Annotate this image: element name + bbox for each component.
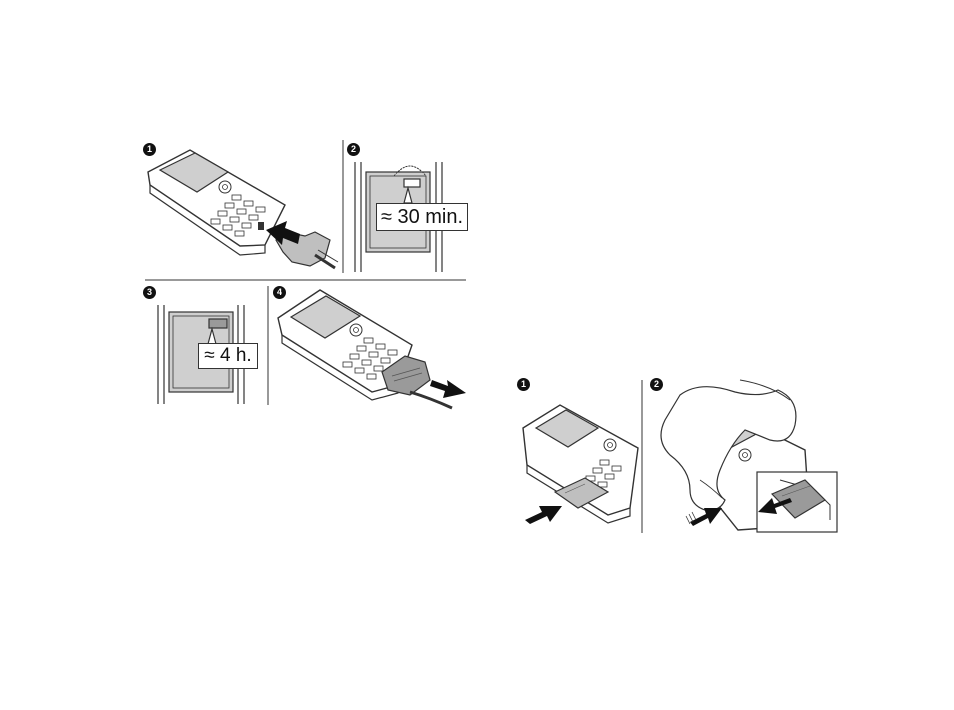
step-badge-1: 1 xyxy=(143,143,156,156)
step-badge-3: 3 xyxy=(143,286,156,299)
phone-illustration-1 xyxy=(148,150,285,255)
memory-stick-figure xyxy=(523,380,837,533)
remove-arrow-4 xyxy=(430,380,466,398)
step-badge-4: 4 xyxy=(273,286,286,299)
insert-arrow-memory-1 xyxy=(525,506,562,524)
phone-illustration-memory-1 xyxy=(523,405,638,523)
charging-figure xyxy=(145,140,466,408)
memory-step-badge-2: 2 xyxy=(650,378,663,391)
full-charge-callout: ≈ 4 h. xyxy=(198,343,258,369)
phone-illustration-4 xyxy=(278,290,452,408)
memory-step-badge-1: 1 xyxy=(517,378,530,391)
step-badge-2: 2 xyxy=(347,143,360,156)
charge-time-callout: ≈ 30 min. xyxy=(376,203,468,231)
phone-illustration-memory-2 xyxy=(661,380,837,532)
